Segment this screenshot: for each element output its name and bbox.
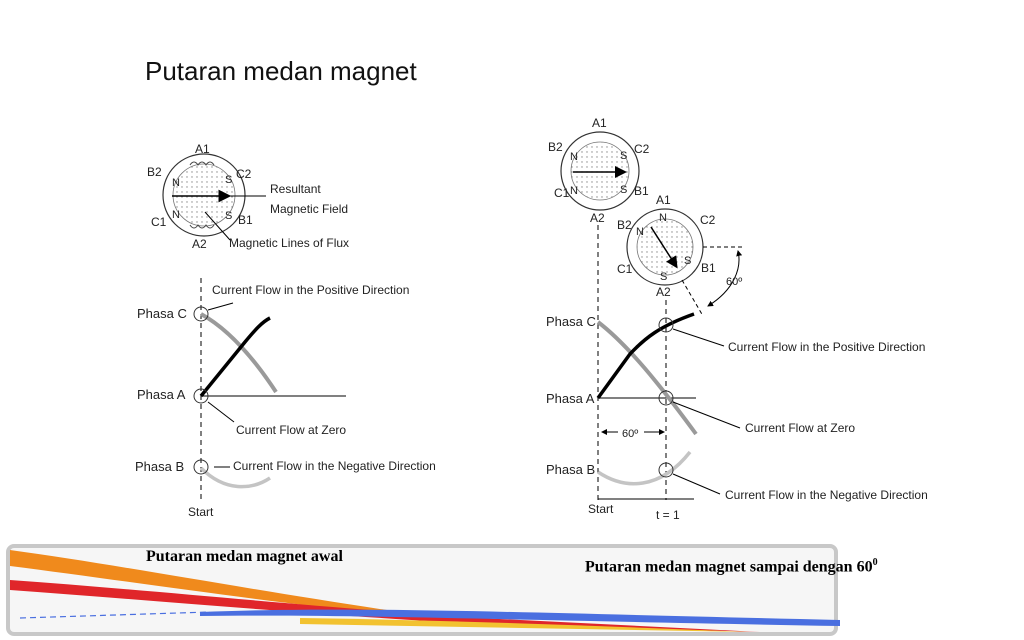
right-60-label-c1: C1 — [617, 262, 633, 276]
right-60-pole-s1: S — [660, 271, 667, 283]
right-phase-a-curve — [596, 312, 695, 400]
right-60-label-a1: A1 — [656, 193, 671, 207]
right-angle-dash-line — [681, 279, 704, 317]
right-start-label-c1: C1 — [554, 186, 570, 200]
left-phase-b-curve — [199, 466, 271, 489]
left-label-c1: C1 — [151, 215, 167, 229]
right-phase-b-curve — [597, 450, 692, 486]
right-angle-label: 60º — [726, 276, 742, 288]
swoosh-yellow — [300, 618, 750, 632]
caption-right-superscript: 0 — [872, 557, 878, 568]
right-stator-60: N N S S A1 A2 B2 C2 C1 B1 60º — [617, 193, 743, 317]
right-start-label-b2: B2 — [548, 140, 563, 154]
right-rotor-start-field — [570, 141, 630, 201]
right-60-pole-n2: N — [636, 226, 644, 238]
slide-title: Putaran medan magnet — [145, 56, 417, 86]
right-marker-b — [658, 462, 674, 478]
swoosh-orange — [10, 550, 400, 616]
right-start-label: Start — [588, 502, 614, 516]
left-phase-a-curve — [199, 316, 271, 398]
right-60-label-b2: B2 — [617, 218, 632, 232]
right-t1-label: t = 1 — [656, 508, 680, 522]
left-pole-s1: S — [225, 174, 232, 186]
left-pole-s2: S — [225, 210, 232, 222]
caption-right-text: Putaran medan magnet sampai dengan 60 — [585, 558, 873, 576]
left-pole-n2: N — [172, 209, 180, 221]
right-phase-c-curve — [596, 320, 698, 436]
left-zero-label: Current Flow at Zero — [236, 423, 346, 437]
right-rotor-60-field — [636, 218, 694, 276]
right-negative-leader — [672, 473, 721, 495]
left-flux-leader — [204, 211, 231, 241]
caption-left: Putaran medan magnet awal — [146, 548, 343, 565]
right-negative-label: Current Flow in the Negative Direction — [725, 488, 928, 502]
right-waveform: Start t = 1 Phasa C Phasa A Phasa B 60º … — [546, 225, 928, 522]
left-phasa-c-label: Phasa C — [137, 306, 187, 321]
left-phasa-a-label: Phasa A — [137, 387, 186, 402]
right-start-pole-s1: S — [620, 150, 627, 162]
right-phasa-c-label: Phasa C — [546, 314, 596, 329]
right-angle-arc-icon — [707, 250, 743, 307]
left-stator-diagram: N N S S A1 A2 B2 C2 C1 B1 Resultant Magn… — [147, 142, 349, 251]
left-marker-b — [193, 459, 209, 475]
left-label-b2: B2 — [147, 165, 162, 179]
left-positive-label: Current Flow in the Positive Direction — [212, 283, 409, 297]
right-marker-c — [658, 317, 674, 333]
left-phasa-b-label: Phasa B — [135, 459, 184, 474]
right-60-label-b1: B1 — [701, 261, 716, 275]
right-zero-label: Current Flow at Zero — [745, 421, 855, 435]
right-60-field-arrow-icon — [650, 226, 678, 269]
right-angle-axis-label: 60º — [622, 428, 638, 440]
left-negative-label: Current Flow in the Negative Direction — [233, 459, 436, 473]
left-coil-a2 — [189, 224, 215, 229]
caption-right: Putaran medan magnet sampai dengan 600 — [585, 557, 878, 576]
right-start-pole-n2: N — [570, 185, 578, 197]
left-waveform: Start Phasa C Phasa A Phasa B Current Fl… — [135, 278, 436, 519]
right-start-label-c2: C2 — [634, 142, 650, 156]
swoosh-dash — [19, 611, 211, 619]
left-zero-leader — [207, 401, 235, 423]
right-zero-leader — [672, 401, 741, 429]
left-label-a2: A2 — [192, 237, 207, 251]
right-phasa-b-label: Phasa B — [546, 462, 595, 477]
right-start-label-b1: B1 — [634, 184, 649, 198]
left-coil-a1 — [189, 161, 215, 166]
right-start-label-a2: A2 — [590, 211, 605, 225]
right-phasa-a-label: Phasa A — [546, 391, 595, 406]
left-marker-c — [193, 306, 209, 322]
right-angle-axis-bg — [618, 425, 644, 438]
left-label-b1: B1 — [238, 213, 253, 227]
decorative-swoosh — [6, 544, 840, 636]
right-start-pole-s2: S — [620, 184, 627, 196]
left-flux-label: Magnetic Lines of Flux — [229, 236, 349, 250]
right-60-pole-n1: N — [659, 212, 667, 224]
left-start-label: Start — [188, 505, 214, 519]
right-marker-a — [658, 390, 674, 406]
left-pole-n1: N — [172, 177, 180, 189]
right-stator-start: N N S S A1 A2 B2 C2 C1 B1 — [548, 116, 650, 225]
right-60-label-c2: C2 — [700, 213, 716, 227]
right-60-pole-s2: S — [684, 255, 691, 267]
right-start-pole-n1: N — [570, 151, 578, 163]
right-positive-leader — [672, 328, 725, 347]
left-rotor-field — [172, 163, 236, 227]
right-60-label-a2: A2 — [656, 285, 671, 299]
left-label-c2: C2 — [236, 167, 252, 181]
right-positive-label: Current Flow in the Positive Direction — [728, 340, 925, 354]
left-positive-leader — [207, 302, 234, 311]
right-start-label-a1: A1 — [592, 116, 607, 130]
left-resultant-label-1: Resultant — [270, 182, 321, 196]
swoosh-blue — [200, 609, 840, 626]
left-resultant-label-2: Magnetic Field — [270, 202, 348, 216]
left-label-a1: A1 — [195, 142, 210, 156]
left-marker-a — [193, 388, 209, 404]
